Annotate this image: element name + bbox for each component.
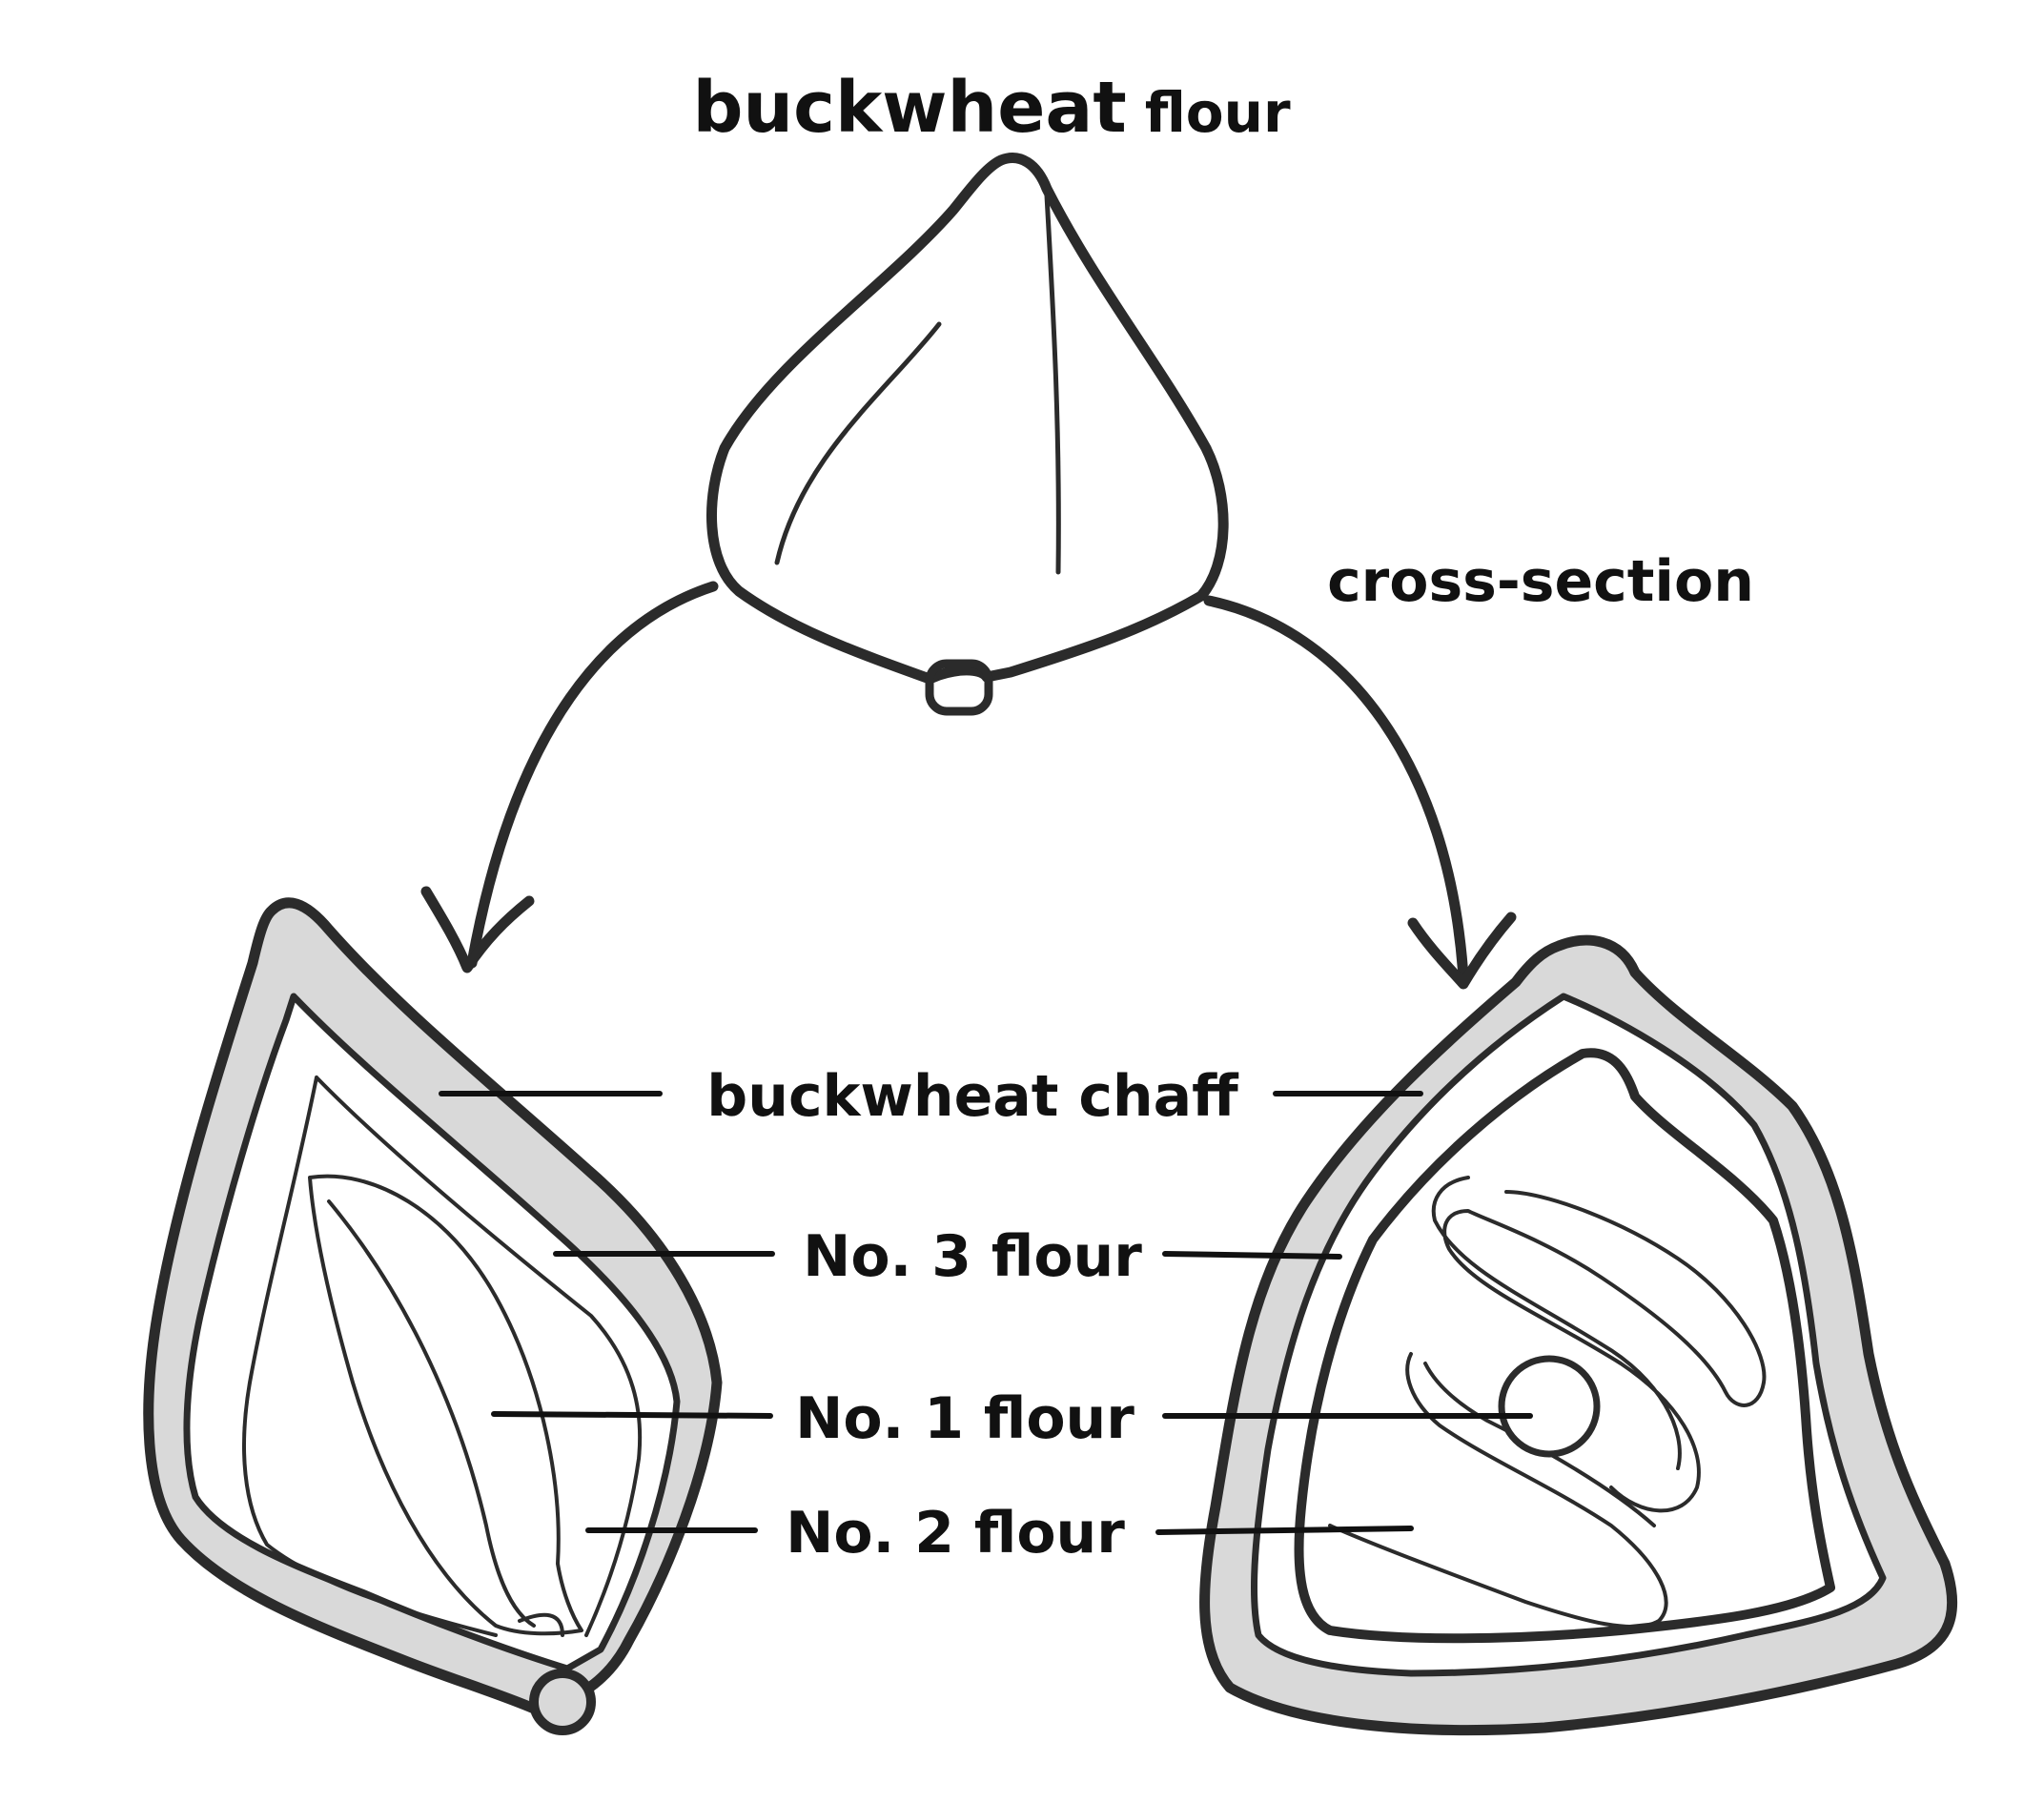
section-stem-knob (529, 1669, 596, 1735)
leader-lines (439, 1091, 1533, 1535)
embryo-circle (1498, 1355, 1601, 1458)
title-main: buckwheat (692, 67, 1126, 149)
transverse-section (1199, 934, 1958, 1736)
hull-inner (183, 993, 681, 1672)
title-suffix: flour (1145, 80, 1291, 145)
leader-no2-right (1155, 1526, 1414, 1535)
diagram-title: buckwheat flour (692, 67, 1291, 149)
cross-section-label: cross-section (1327, 548, 1754, 615)
arrow-left (420, 581, 719, 973)
leader-no1-left (491, 1411, 773, 1419)
leader-no3-right (1162, 1251, 1342, 1260)
label-no3-flour: No. 3 flour (803, 1223, 1142, 1290)
seed-stem-knob (925, 659, 993, 716)
label-no1-flour: No. 1 flour (795, 1385, 1134, 1452)
label-buckwheat-chaff: buckwheat chaff (706, 1063, 1239, 1130)
label-no2-flour: No. 2 flour (786, 1500, 1125, 1567)
longitudinal-section (143, 897, 723, 1735)
arrow-right (1203, 595, 1517, 990)
whole-seed (705, 153, 1229, 716)
